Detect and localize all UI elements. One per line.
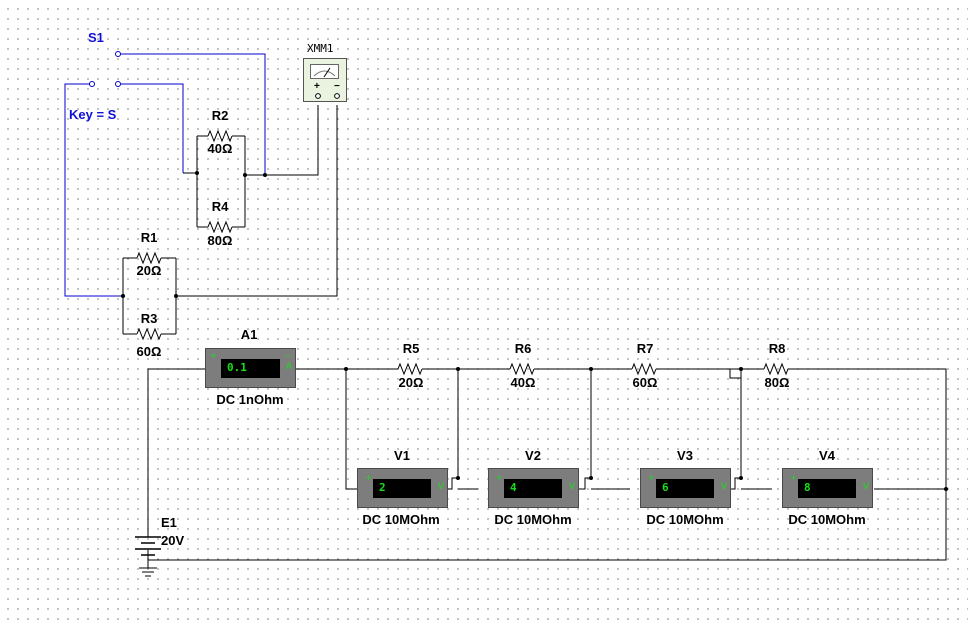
resistor-r7-symbol	[631, 362, 657, 376]
r6-value: 40Ω	[510, 375, 536, 390]
voltmeter-v1-display: 2	[373, 479, 431, 498]
voltmeter-v4-name: V4	[819, 448, 835, 463]
r1-name: R1	[140, 230, 158, 245]
v4-plus-mark: +	[790, 473, 797, 482]
v4-unit-mark: V	[862, 482, 869, 492]
resistor-r3-symbol	[136, 327, 162, 341]
multimeter-xmm1[interactable]: + −	[303, 58, 347, 102]
voltmeter-v1-name: V1	[394, 448, 410, 463]
r8-value: 80Ω	[764, 375, 790, 390]
r4-name: R4	[211, 199, 229, 214]
r2-name: R2	[211, 108, 229, 123]
ammeter-unit-mark: A	[285, 362, 292, 372]
resistor-r8-symbol	[763, 362, 789, 376]
multimeter-plus-label: +	[314, 81, 320, 92]
multimeter-dial-icon	[310, 64, 339, 79]
switch-terminal-right[interactable]	[115, 81, 121, 87]
voltmeter-v3-display: 6	[656, 479, 714, 498]
resistor-r1-symbol	[136, 251, 162, 265]
switch-name: S1	[88, 30, 104, 45]
multimeter-terminals-icon	[315, 93, 340, 99]
resistor-r2-symbol	[207, 129, 233, 143]
r7-value: 60Ω	[632, 375, 658, 390]
voltmeter-v1-mode: DC 10MOhm	[362, 512, 440, 527]
voltmeter-v2[interactable]: + 4 V	[488, 468, 579, 508]
v3-unit-mark: V	[720, 482, 727, 492]
multimeter-minus-label: −	[334, 81, 340, 92]
switch-s1-wiring	[64, 53, 266, 297]
voltmeter-v4-display: 8	[798, 479, 856, 498]
r8-name: R8	[768, 341, 786, 356]
battery-name: E1	[161, 515, 177, 530]
v2-unit-mark: V	[568, 482, 575, 492]
r5-value: 20Ω	[398, 375, 424, 390]
voltmeter-v2-name: V2	[525, 448, 541, 463]
voltmeter-v3-name: V3	[677, 448, 693, 463]
v1-unit-mark: V	[437, 482, 444, 492]
voltmeter-v1[interactable]: + 2 V	[357, 468, 448, 508]
voltmeter-v3[interactable]: + 6 V	[640, 468, 731, 508]
voltmeter-v3-mode: DC 10MOhm	[646, 512, 724, 527]
switch-key-label: Key = S	[69, 107, 117, 122]
resistor-r5-symbol	[397, 362, 423, 376]
r2-r4-network-wiring	[176, 105, 338, 297]
switch-terminal-left[interactable]	[89, 81, 95, 87]
voltmeter-v2-mode: DC 10MOhm	[494, 512, 572, 527]
ammeter-display: 0.1	[221, 359, 280, 378]
v3-plus-mark: +	[648, 473, 655, 482]
ammeter-mode: DC 1nOhm	[216, 392, 284, 407]
r2-value: 40Ω	[207, 141, 233, 156]
junction-dots	[121, 171, 948, 491]
r5-name: R5	[402, 341, 420, 356]
voltmeter-v2-display: 4	[504, 479, 562, 498]
r3-value: 60Ω	[136, 344, 162, 359]
switch-terminal-top[interactable]	[115, 51, 121, 57]
resistor-r6-symbol	[509, 362, 535, 376]
voltmeter-v4[interactable]: + 8 V	[782, 468, 873, 508]
r7-name: R7	[636, 341, 654, 356]
ammeter-plus-mark: +	[210, 351, 217, 360]
v1-plus-mark: +	[365, 473, 372, 482]
resistor-r4-symbol	[207, 220, 233, 234]
r6-name: R6	[514, 341, 532, 356]
r3-name: R3	[140, 311, 158, 326]
battery-e1-symbol	[135, 536, 161, 568]
ammeter-minus-mark: −	[284, 351, 291, 360]
r4-value: 80Ω	[207, 233, 233, 248]
ground-icon	[139, 567, 157, 577]
battery-value: 20V	[161, 533, 185, 548]
multimeter-name: XMM1	[307, 42, 334, 55]
voltmeter-v4-mode: DC 10MOhm	[788, 512, 866, 527]
ammeter-a1[interactable]: + − 0.1 A	[205, 348, 296, 388]
v2-plus-mark: +	[496, 473, 503, 482]
ammeter-name: A1	[240, 327, 258, 342]
r1-value: 20Ω	[136, 263, 162, 278]
